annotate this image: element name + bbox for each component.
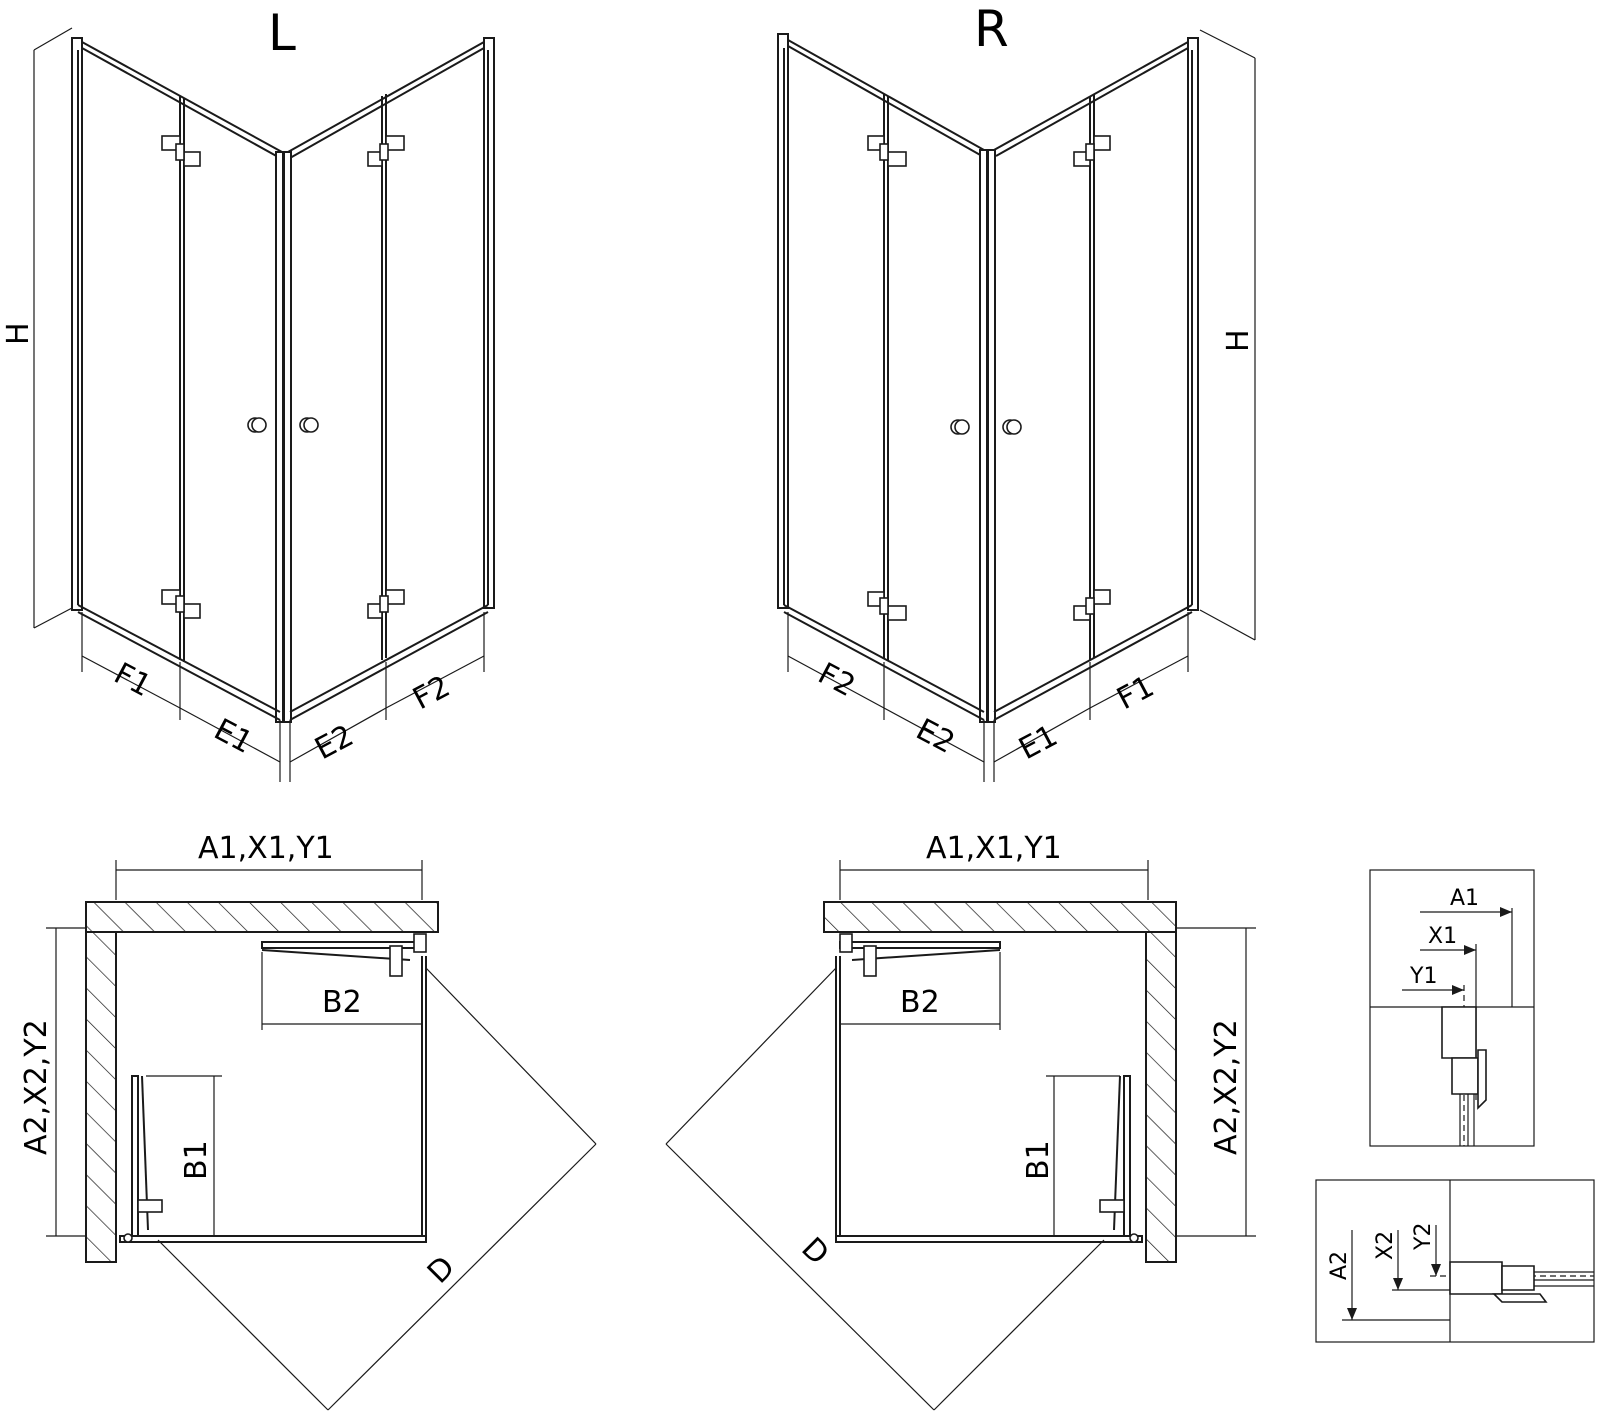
dim-f1-left: F1: [108, 656, 157, 704]
detail-top: A1 X1 Y1: [1369, 869, 1535, 1147]
plan-left: A1,X1,Y1 A2,X2,Y2 B2 B1: [19, 831, 597, 1411]
detail-x2: X2: [1373, 1231, 1398, 1260]
dim-f1-right: F1: [1111, 669, 1160, 717]
dim-a2-right: A2,X2,Y2: [1209, 1019, 1244, 1155]
detail-y2: Y2: [1411, 1223, 1436, 1251]
dim-a1-right: A1,X1,Y1: [926, 831, 1062, 866]
dim-b1-right: B1: [1021, 1140, 1056, 1180]
detail-side: A2 X2 Y2: [1315, 1179, 1595, 1343]
dim-e1-left: E1: [208, 712, 258, 761]
dim-d-right: D: [794, 1231, 835, 1272]
detail-a2: A2: [1327, 1251, 1352, 1280]
dim-f2-left: F2: [407, 669, 456, 717]
dim-a1-left: A1,X1,Y1: [198, 831, 334, 866]
detail-y1: Y1: [1409, 964, 1437, 989]
title-r: R: [974, 0, 1009, 58]
elevation-left: L H: [1, 4, 495, 782]
dim-h-left: H: [1, 322, 36, 345]
dim-e2-right: E2: [910, 712, 960, 761]
dim-d-left: D: [421, 1250, 462, 1291]
dim-f2-right: F2: [812, 656, 861, 704]
dim-b2-right: B2: [900, 985, 940, 1020]
dim-b1-left: B1: [179, 1140, 214, 1180]
dim-b2-left: B2: [322, 985, 362, 1020]
detail-x1: X1: [1428, 924, 1457, 949]
detail-a1: A1: [1450, 886, 1479, 911]
dim-e2-left: E2: [309, 718, 359, 767]
dim-h-right: H: [1221, 329, 1256, 352]
dim-e1-right: E1: [1013, 718, 1063, 767]
elevation-right: R H: [777, 0, 1256, 782]
dim-a2-left: A2,X2,Y2: [19, 1019, 54, 1155]
title-l: L: [268, 4, 296, 62]
plan-right: A1,X1,Y1 A2,X2,Y2 B2 B1: [665, 831, 1256, 1411]
